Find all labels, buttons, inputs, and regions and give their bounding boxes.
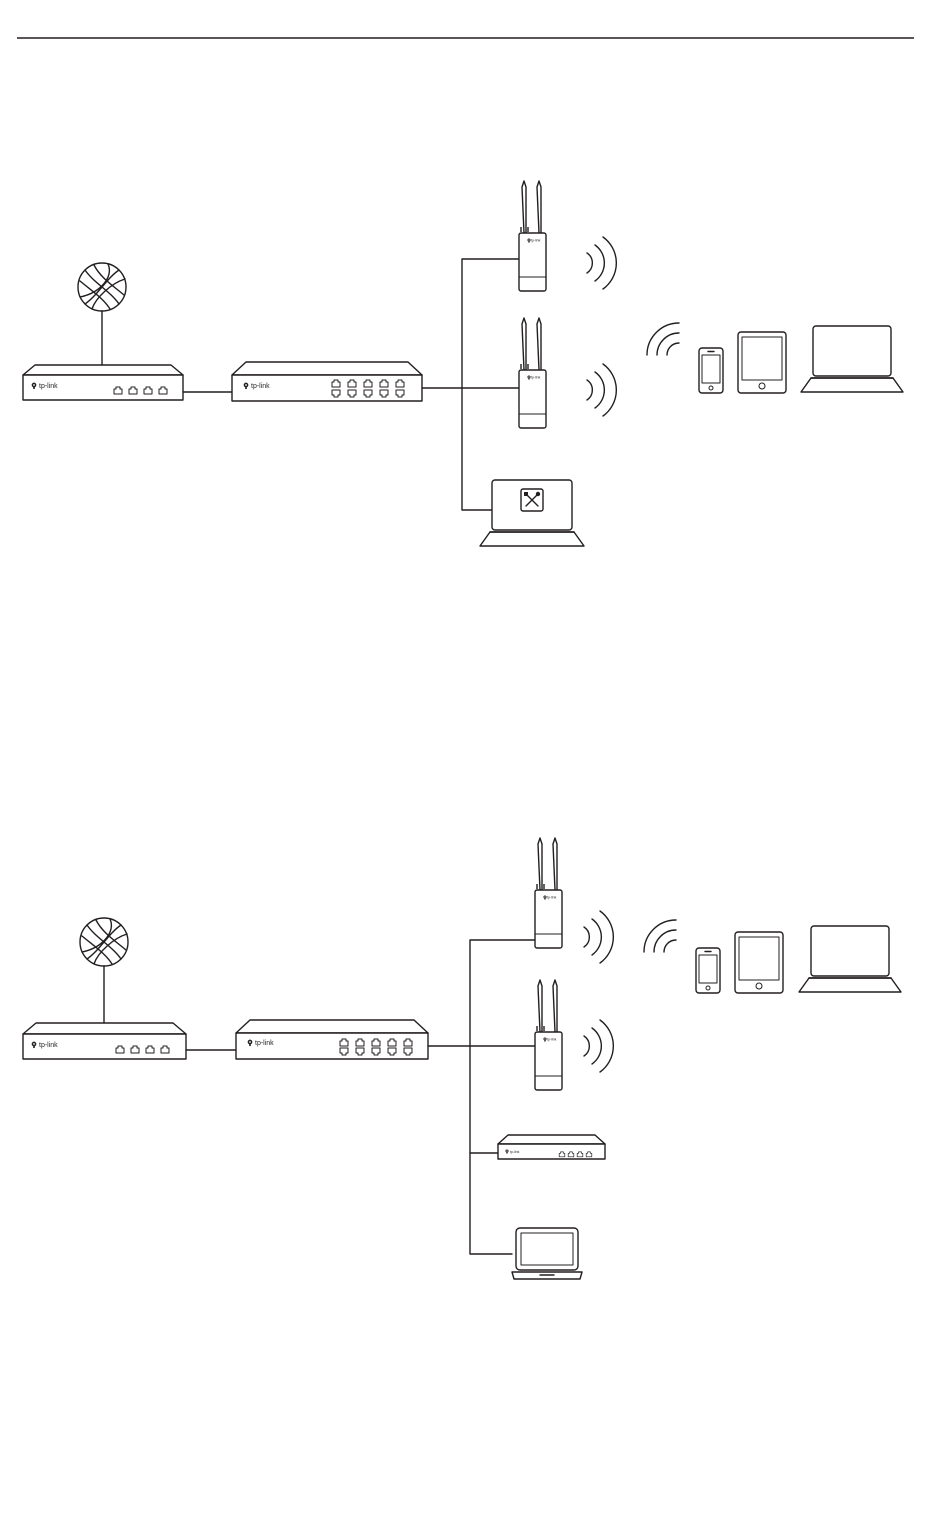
router-brand-logo: tp-link	[39, 383, 58, 390]
switch-icon: tp-link	[236, 1020, 428, 1059]
switch-icon: tp-link	[232, 362, 422, 401]
laptop-icon	[799, 926, 901, 992]
controller-icon: tp-link	[498, 1135, 605, 1159]
controller-brand-logo: tp-link	[510, 1150, 520, 1154]
outdoor-access-point-icon	[519, 181, 546, 291]
wifi-signal-icon	[647, 323, 679, 355]
laptop-icon	[801, 326, 903, 392]
smartphone-icon	[699, 348, 723, 393]
internet-globe-icon	[80, 918, 128, 966]
topology-1: tp-link tp-link	[23, 181, 903, 546]
tablet-icon	[738, 332, 786, 393]
wifi-signal-icon	[587, 237, 616, 289]
switch-brand-logo: tp-link	[251, 383, 270, 390]
tablet-icon	[735, 932, 783, 993]
management-laptop-icon	[512, 1228, 582, 1279]
outdoor-access-point-icon	[519, 318, 546, 428]
wifi-signal-icon	[584, 911, 613, 963]
wifi-signal-icon	[587, 364, 616, 416]
router-brand-logo: tp-link	[39, 1042, 58, 1049]
outdoor-access-point-icon	[535, 980, 562, 1090]
internet-globe-icon	[78, 263, 126, 311]
topology-2: tp-link tp-link tp-link	[23, 838, 901, 1279]
router-icon: tp-link	[23, 365, 183, 400]
wifi-signal-icon	[644, 920, 676, 952]
switch-brand-logo: tp-link	[255, 1040, 274, 1047]
outdoor-access-point-icon	[535, 838, 562, 948]
wifi-signal-icon	[584, 1020, 613, 1072]
router-icon: tp-link	[23, 1023, 186, 1059]
management-laptop-icon	[480, 480, 584, 546]
smartphone-icon	[696, 948, 720, 993]
